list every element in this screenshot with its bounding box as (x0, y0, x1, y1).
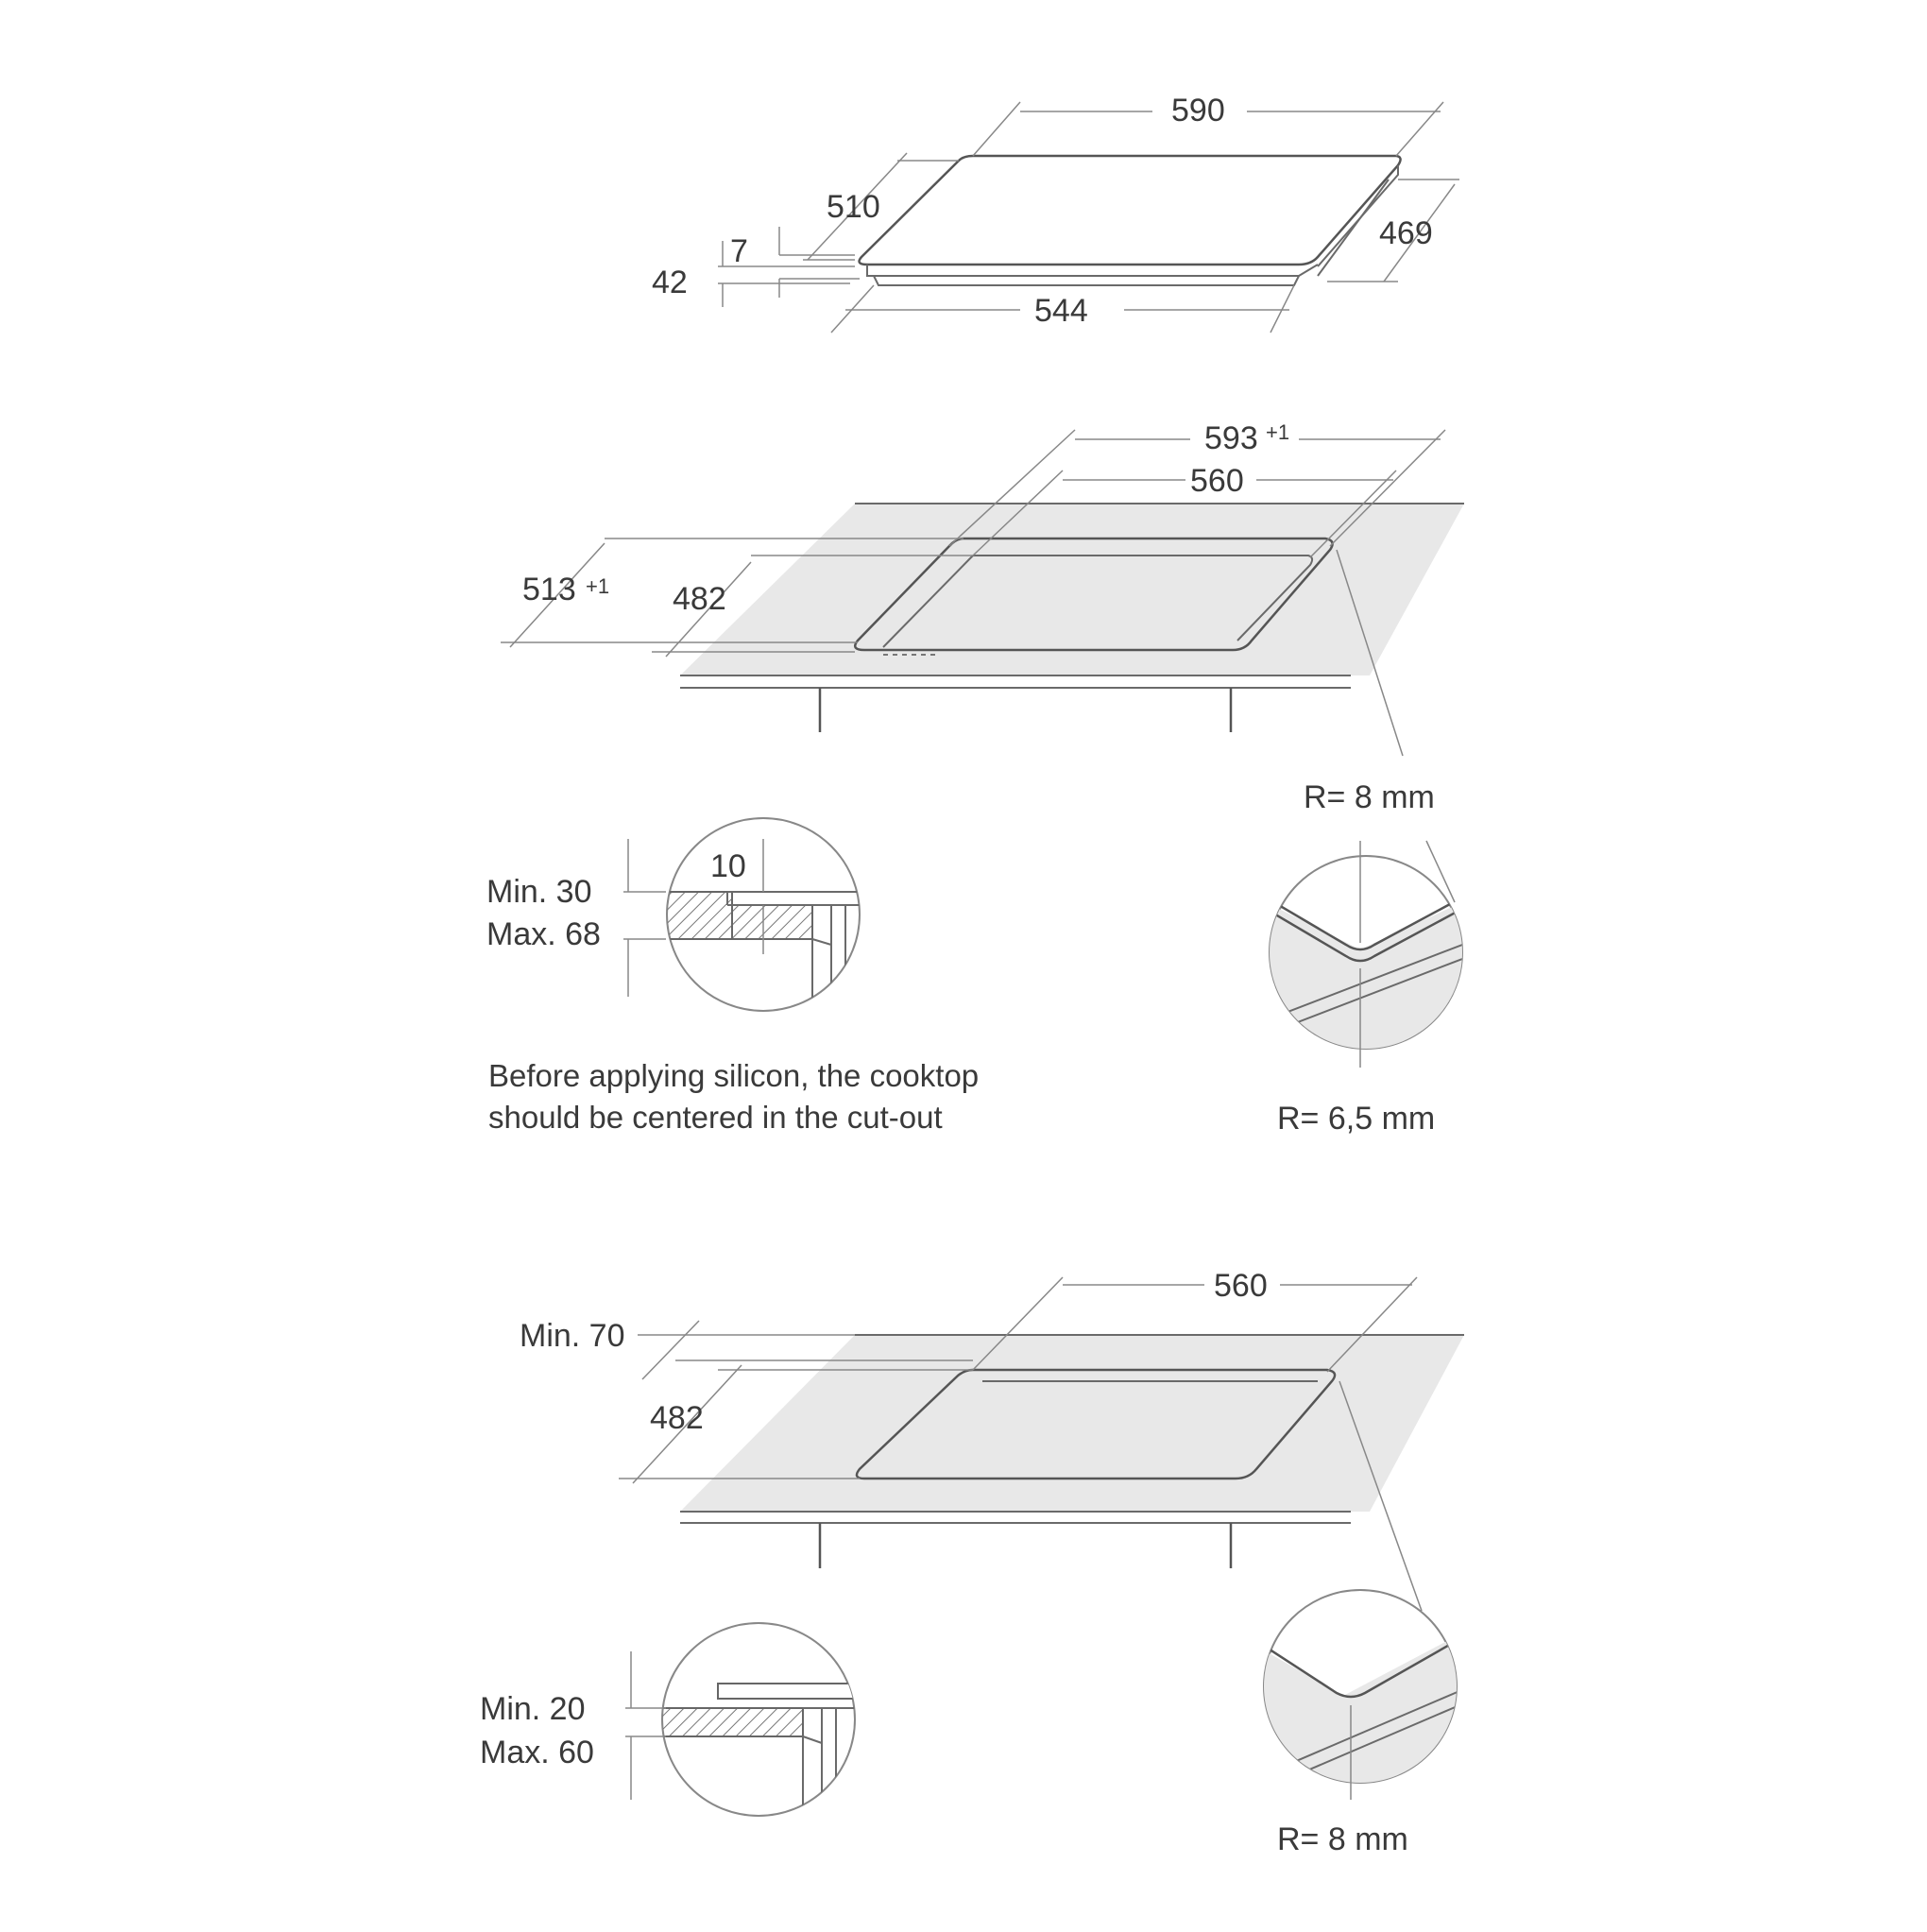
note-line-1: Before applying silicon, the cooktop (488, 1058, 979, 1093)
label-max-68: Max. 68 (486, 916, 601, 952)
label-min-30: Min. 30 (486, 874, 592, 910)
dim-label-7: 7 (730, 233, 748, 269)
dim-label-510: 510 (827, 189, 880, 225)
dimension-593: 593 +1 (948, 420, 1446, 547)
note-line-2: should be centered in the cut-out (488, 1100, 943, 1135)
dim-tol-513: +1 (586, 574, 609, 598)
detail-section-flush: 10 (666, 817, 861, 1012)
dim-label-42: 42 (652, 265, 688, 300)
dimension-590: 590 (972, 93, 1444, 157)
dimension-469: 469 (1327, 179, 1459, 282)
dim-tol-593: +1 (1266, 420, 1289, 444)
dim-label-544: 544 (1034, 293, 1088, 329)
dimension-min-70: Min. 70 (520, 1318, 973, 1380)
dim-label-593: 593 (1204, 420, 1258, 456)
dimension-544: 544 (830, 284, 1295, 333)
dimension-482-flush: 482 (652, 555, 973, 658)
dimension-513: 513 +1 (501, 538, 964, 648)
dim-label-560-standard: 560 (1214, 1268, 1268, 1304)
dimension-560-standard: 560 (972, 1268, 1418, 1373)
detail-corner-flush (1269, 840, 1463, 1068)
label-radius-6-5: R= 6,5 mm (1277, 1101, 1435, 1137)
label-radius-8-standard: R= 8 mm (1277, 1821, 1408, 1857)
dim-label-482-standard: 482 (650, 1400, 704, 1436)
dimension-482-standard: 482 (619, 1364, 973, 1484)
dimension-worktop-standard: Min. 20 Max. 60 (480, 1651, 666, 1800)
hob-outline (858, 154, 1402, 286)
detail-section-standard (661, 1622, 856, 1817)
dimension-560-flush: 560 (972, 463, 1397, 558)
dim-label-482-flush: 482 (673, 581, 726, 617)
label-radius-8-flush: R= 8 mm (1304, 779, 1435, 815)
label-max-60: Max. 60 (480, 1735, 594, 1770)
dimension-worktop-flush: Min. 30 Max. 68 (486, 839, 666, 997)
detail-corner-standard (1263, 1589, 1458, 1800)
dimension-7-42: 7 42 (652, 227, 860, 307)
label-min-20: Min. 20 (480, 1691, 586, 1727)
worktop-flush (680, 503, 1464, 732)
dim-label-560-flush: 560 (1190, 463, 1244, 499)
dim-label-10: 10 (710, 848, 746, 884)
cutout-standard (855, 1368, 1337, 1480)
dimension-510: 510 (803, 152, 959, 261)
dim-label-513: 513 (522, 572, 576, 607)
dim-label-469: 469 (1379, 215, 1433, 251)
dim-label-590: 590 (1171, 93, 1225, 128)
label-min-70: Min. 70 (520, 1318, 625, 1354)
